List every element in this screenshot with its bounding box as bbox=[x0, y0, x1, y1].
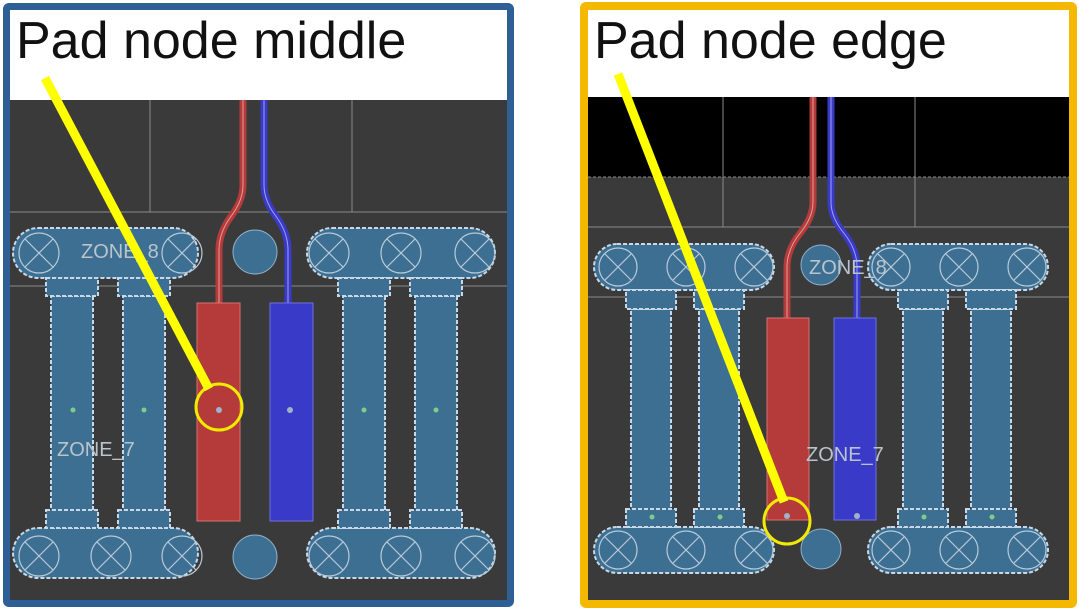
zone-label-bottom: ZONE_7 bbox=[57, 439, 135, 461]
red-trace-outline bbox=[218, 100, 244, 402]
red-trace-outline bbox=[786, 97, 814, 517]
blue-pad-node bbox=[854, 513, 860, 519]
pointer-line bbox=[41, 75, 213, 392]
mounting-holes bbox=[598, 247, 1047, 570]
pcb-drawing: ZONE_8 ZONE_7 bbox=[10, 100, 507, 600]
blue-trace-outline bbox=[830, 97, 858, 517]
red-pad-node bbox=[784, 513, 790, 519]
pointer-line bbox=[613, 72, 789, 504]
pointer-overlay bbox=[613, 72, 789, 504]
pointer-overlay bbox=[41, 75, 213, 392]
blue-pad-node bbox=[287, 407, 293, 413]
panel-title: Pad node middle bbox=[16, 12, 407, 70]
via-top bbox=[232, 229, 278, 275]
via-bottom bbox=[232, 534, 278, 580]
pcb-view: ZONE_8 ZONE_7 bbox=[10, 100, 507, 600]
panel-title: Pad node edge bbox=[594, 12, 947, 70]
zone-nodes bbox=[649, 514, 995, 520]
title-box: Pad node edge bbox=[588, 10, 1069, 97]
copper-zone-left bbox=[593, 243, 775, 574]
copper-zone-left bbox=[12, 227, 199, 579]
blue-trace-outline bbox=[263, 100, 289, 402]
panel-pad-node-edge: Pad node edge bbox=[580, 2, 1077, 608]
title-box: Pad node middle bbox=[10, 10, 507, 100]
zone-nodes bbox=[70, 407, 439, 413]
zone-label-top: ZONE_8 bbox=[809, 257, 887, 279]
panel-pad-node-middle: Pad node middle bbox=[3, 3, 514, 607]
blue-pad bbox=[833, 317, 877, 521]
pcb-drawing: ZONE_8 ZONE_7 bbox=[588, 97, 1069, 600]
zone-label-bottom: ZONE_7 bbox=[806, 444, 884, 466]
mounting-holes bbox=[18, 232, 496, 577]
via-top bbox=[800, 244, 842, 286]
red-pad-node bbox=[216, 407, 222, 413]
highlight-circle bbox=[194, 382, 244, 432]
via-bottom bbox=[800, 528, 842, 570]
pcb-view: ZONE_8 ZONE_7 bbox=[588, 97, 1069, 600]
